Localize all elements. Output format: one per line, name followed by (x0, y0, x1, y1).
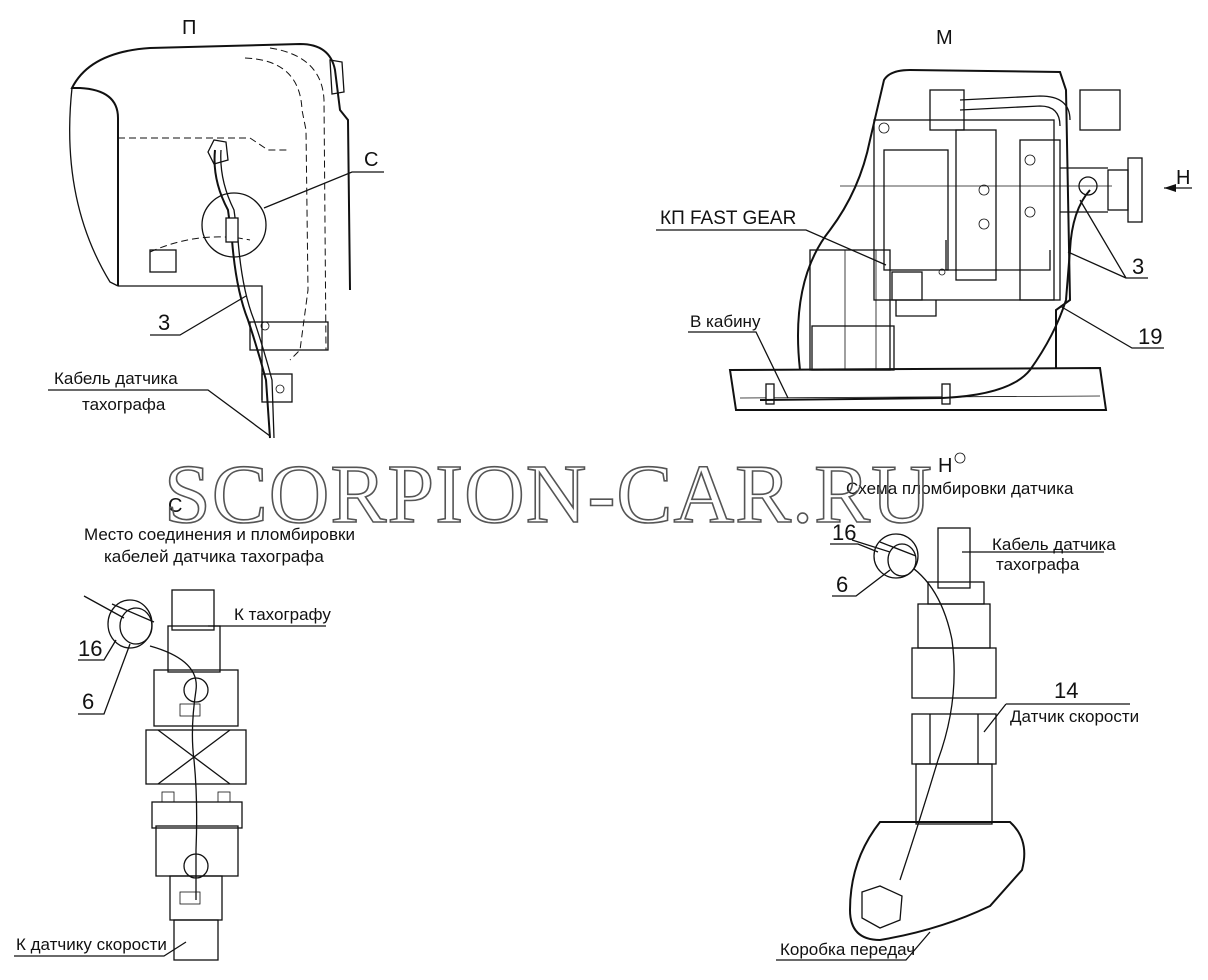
cab-outline (70, 42, 351, 291)
callout-19: 19 (1138, 324, 1162, 349)
speed-sensor-label: Датчик скорости (1010, 707, 1139, 726)
arrow-h-label: Н (1176, 167, 1190, 189)
to-tachograph-label: К тахографу (234, 605, 331, 624)
watermark: SCORPION-CAR.RU (164, 448, 933, 541)
view-h-caption: Схема пломбировки датчика (846, 479, 1074, 498)
view-m-title: М (936, 27, 953, 49)
tacho-cable-h-line1: Кабель датчика (992, 535, 1116, 554)
callout-6-c: 6 (82, 689, 94, 714)
callout-c: С (364, 149, 378, 171)
gearbox-label: КП FAST GEAR (660, 208, 796, 229)
gearbox-housing-h (848, 821, 1026, 942)
gearbox-housing-outline (797, 68, 1072, 371)
cable-19 (759, 189, 1091, 401)
callout-14: 14 (1054, 678, 1078, 703)
tacho-cable-label-line1: Кабель датчика (54, 369, 178, 388)
view-p-group: П С 3 Кабель датчика тахографа (48, 17, 384, 439)
tacho-cable-label-line2: тахографа (82, 395, 166, 414)
view-c-caption-line2: кабелей датчика тахографа (104, 547, 324, 566)
callout-6-h: 6 (836, 572, 848, 597)
view-p-title: П (182, 17, 196, 39)
callout-16-c: 16 (78, 636, 102, 661)
view-c-title: С (168, 495, 182, 517)
gearbox-housing-label: Коробка передач (780, 940, 915, 959)
tacho-cable-h-line2: тахографа (996, 555, 1080, 574)
callout-16-h: 16 (832, 520, 856, 545)
view-c-caption-line1: Место соединения и пломбировки (84, 525, 355, 544)
view-c-group: С Место соединения и пломбировки кабелей… (14, 495, 355, 961)
detail-circle-c (201, 192, 267, 258)
callout-3-m: 3 (1132, 254, 1144, 279)
view-h-group: Н Схема пломбировки датчика 16 6 Кабель … (776, 452, 1139, 961)
view-h-title: Н (938, 455, 952, 477)
to-speed-sensor-label: К датчику скорости (16, 935, 167, 954)
frame-rail (728, 366, 1108, 411)
to-cabin-label: В кабину (690, 312, 761, 331)
callout-3-p: 3 (158, 310, 170, 335)
view-m-group: М КП FAST GEA (656, 27, 1192, 411)
